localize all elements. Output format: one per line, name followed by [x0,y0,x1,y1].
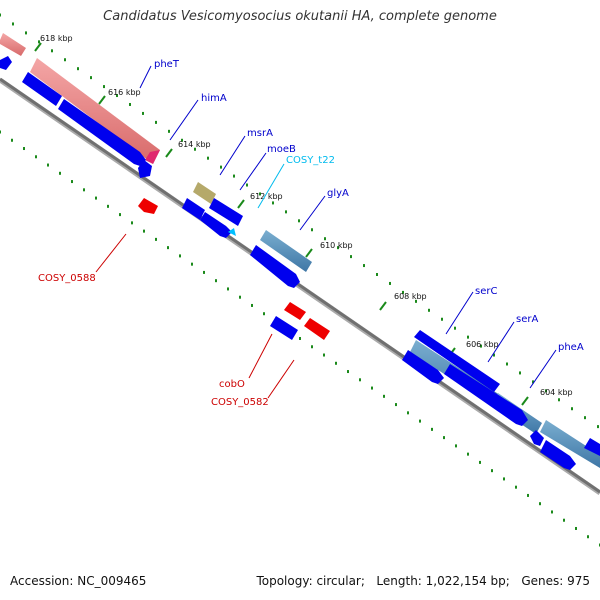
scale-label-610: 610 kbp [320,241,353,250]
cds-lower-4 [540,440,576,470]
outer-strand-features [0,33,600,470]
gene-label-msrA: msrA [247,128,273,139]
genome-summary: Topology: circular; Length: 1,022,154 bp… [256,574,590,588]
scale-label-604: 604 kbp [540,388,573,397]
cds-lower-3 [530,430,544,446]
gene-label-serA: serA [516,314,538,325]
gc-skew-inner-ticks [0,130,600,547]
cds-lower-5 [584,438,600,456]
scale-label-616: 616 kbp [108,88,141,97]
scale-label-606: 606 kbp [466,340,499,349]
gene-label-pheT: pheT [154,59,180,70]
gene-label-himA: himA [201,93,227,104]
cds-pheT-region [22,72,62,106]
gene-label-glyA: glyA [327,188,349,199]
gene-label-COSY_t22: COSY_t22 [286,155,335,166]
gene-label-cobO: cobO [219,379,245,390]
cds-lower-1 [402,350,444,384]
cds-msrA [182,198,205,220]
gc-skew-outer-ticks [0,13,599,429]
scale-label-612: 612 kbp [250,192,283,201]
accession-text: Accession: NC_009465 [10,574,147,588]
map-title: Candidatus Vesicomyosocius okutanii HA, … [103,9,497,24]
gene-label-COSY_0588: COSY_0588 [38,273,96,284]
cds-COSY_0582 [304,318,330,340]
cds-lower-2 [444,364,528,426]
inner-strand-features [138,198,330,340]
leader-lines [95,65,557,399]
cds-cobO [284,302,306,320]
cds-moeB [209,198,243,226]
trna-COSY_t22 [228,228,236,236]
genes-text: Genes: 975 [521,574,590,588]
cds-small-1 [138,160,152,178]
gene-label-pheA: pheA [558,342,584,353]
gene-label-moeB: moeB [267,144,296,155]
cds-blue-cobO [270,316,298,340]
scale-ticks: 618 kbp 616 kbp 614 kbp 612 kbp 610 kbp … [34,34,573,406]
topology-text: Topology: circular; [256,574,365,588]
scale-label-614: 614 kbp [178,140,211,149]
scale-label-608: 608 kbp [394,292,427,301]
length-text: Length: 1,022,154 bp; [376,574,510,588]
cds-pheA-steel [540,420,600,468]
cds-after-msrA [200,212,232,238]
cds-COSY_0588 [138,198,158,214]
gene-label-serC: serC [475,286,497,297]
gene-label-COSY_0582: COSY_0582 [211,397,269,408]
gene-labels: pheT himA msrA moeB COSY_t22 glyA COSY_0… [38,59,584,408]
genome-backbone [0,77,600,496]
rrna-block [0,33,160,164]
scale-label-618: 618 kbp [40,34,73,43]
cds-serC-blue [414,330,500,392]
cds-left-edge [0,56,12,70]
cds-khaki [193,182,216,204]
cds-himA-region [58,99,146,166]
cds-glyA-blue [250,245,300,288]
cds-glyA-steel [260,230,312,272]
